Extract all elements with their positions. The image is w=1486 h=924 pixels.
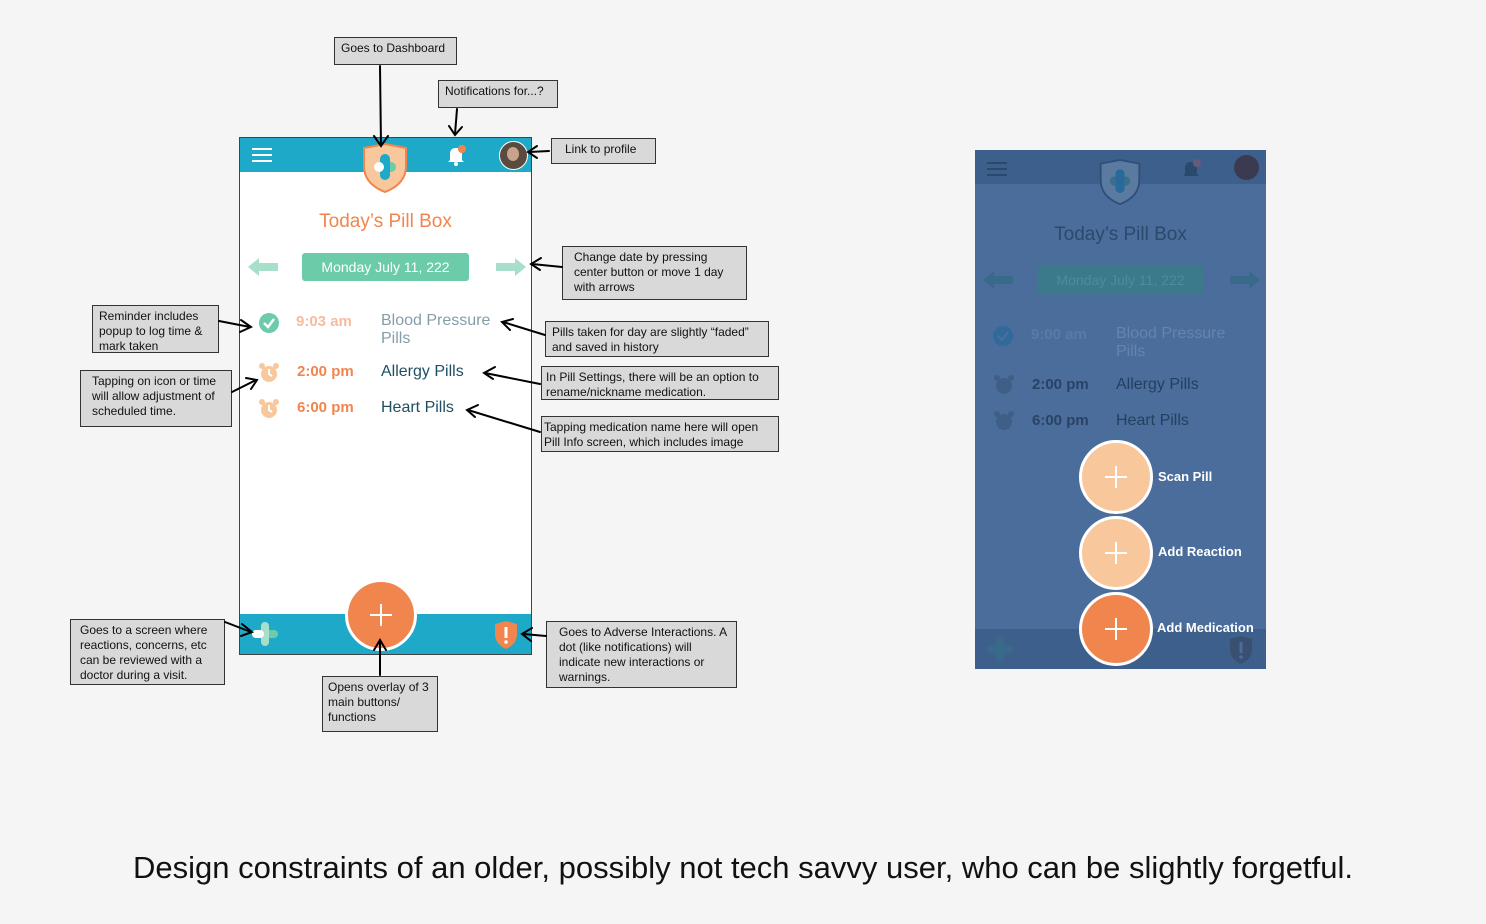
alarm-clock-icon (993, 374, 1015, 396)
avatar (1234, 155, 1259, 180)
date-button: Monday July 11, 222 (1037, 266, 1204, 294)
check-icon[interactable] (259, 313, 279, 333)
note-overlay: Opens overlay of 3 main buttons/ functio… (322, 676, 438, 732)
plus-cross-icon (985, 635, 1015, 663)
note-faded: Pills taken for day are slightly “faded”… (545, 321, 769, 357)
med-name[interactable]: Blood Pressure Pills (381, 312, 491, 347)
note-dashboard: Goes to Dashboard (334, 37, 457, 65)
note-tapping-name: Tapping medication name here will open P… (541, 416, 779, 452)
note-adverse: Goes to Adverse Interactions. A dot (lik… (546, 621, 737, 688)
warning-shield-icon[interactable] (493, 621, 519, 649)
med-time: 9:00 am (1031, 326, 1087, 343)
note-notifications: Notifications for...? (438, 80, 558, 108)
alarm-clock-icon (993, 410, 1015, 432)
overlay-screen: Today’s Pill Box Monday July 11, 222 9:0… (975, 150, 1266, 669)
med-time: 2:00 pm (1032, 376, 1089, 393)
prev-day-arrow-icon[interactable] (248, 258, 278, 276)
note-pill-settings: In Pill Settings, there will be an optio… (541, 366, 779, 400)
page-title: Today’s Pill Box (319, 211, 452, 232)
med-time: 6:00 pm (1032, 412, 1089, 429)
note-profile: Link to profile (551, 138, 656, 164)
warning-shield-icon (1228, 636, 1254, 664)
design-caption: Design constraints of an older, possibly… (133, 850, 1353, 885)
plus-cross-icon[interactable] (250, 620, 280, 648)
note-change-date: Change date by pressing center button or… (562, 246, 747, 300)
add-medication-button[interactable] (1079, 592, 1153, 666)
page-title: Today’s Pill Box (1054, 224, 1187, 245)
alarm-clock-icon[interactable] (258, 398, 280, 420)
date-button[interactable]: Monday July 11, 222 (302, 253, 469, 281)
menu-icon[interactable] (252, 148, 272, 162)
app-logo-shield (1097, 158, 1143, 206)
add-reaction-button[interactable] (1079, 516, 1153, 590)
note-reminder: Reminder includes popup to log time & ma… (92, 305, 219, 353)
note-reactions: Goes to a screen where reactions, concer… (70, 619, 225, 685)
alarm-clock-icon[interactable] (258, 362, 280, 384)
med-time[interactable]: 9:03 am (296, 313, 352, 330)
prev-day-arrow-icon (983, 271, 1013, 289)
med-name: Blood Pressure Pills (1116, 325, 1226, 360)
scan-pill-label[interactable]: Scan Pill (1158, 469, 1213, 484)
med-time[interactable]: 6:00 pm (297, 399, 354, 416)
check-icon (993, 326, 1013, 346)
scan-pill-button[interactable] (1079, 440, 1153, 514)
med-time[interactable]: 2:00 pm (297, 363, 354, 380)
med-name[interactable]: Heart Pills (381, 399, 454, 416)
app-screen: Today’s Pill Box Monday July 11, 222 9:0… (239, 137, 532, 655)
bell-icon (1180, 158, 1202, 180)
bell-icon[interactable] (445, 144, 467, 166)
next-day-arrow-icon (1230, 271, 1260, 289)
med-name: Heart Pills (1116, 412, 1189, 429)
next-day-arrow-icon[interactable] (496, 258, 526, 276)
add-medication-label[interactable]: Add Medication (1157, 620, 1254, 635)
app-logo-shield[interactable] (360, 142, 410, 194)
med-name[interactable]: Allergy Pills (381, 363, 464, 380)
note-tapping-icon: Tapping on icon or time will allow adjus… (80, 370, 232, 427)
add-reaction-label[interactable]: Add Reaction (1158, 544, 1242, 559)
menu-icon (987, 162, 1007, 176)
avatar[interactable] (499, 141, 528, 170)
med-name: Allergy Pills (1116, 376, 1199, 393)
